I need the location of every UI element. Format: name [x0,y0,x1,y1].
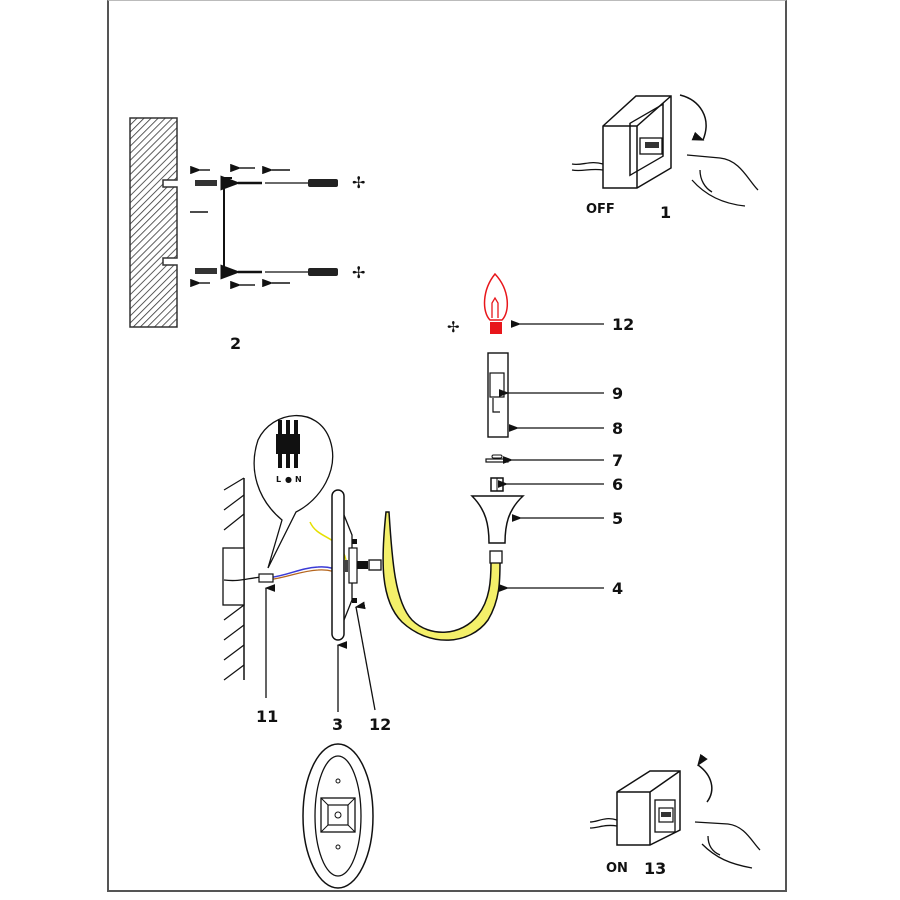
part-6-number: 6 [612,475,623,494]
step-2-number: 2 [230,334,241,353]
svg-text:✢: ✢ [352,173,365,192]
part-12-number: 12 [369,715,391,734]
wall-section [222,477,263,681]
terminal-label-n: N [295,475,302,484]
svg-text:✢: ✢ [352,263,365,282]
switch-off-illustration: OFF 1 [571,94,759,222]
part-11-number: 11 [256,707,278,726]
arm-part: 4 [356,511,623,641]
screw-part: 12 [352,539,391,734]
step-1-number: 1 [660,203,671,222]
cup-part: 5 [470,495,623,544]
switch-on-illustration: ON 13 [589,753,761,878]
part-9-number: 9 [612,384,623,403]
candle-sleeve-part: 9 8 [487,352,623,438]
off-label: OFF [586,202,615,217]
part-7-number: 7 [612,451,623,470]
washer-part: 7 [485,451,623,470]
terminal-label-l: L [276,475,281,484]
diagram-frame [107,0,787,892]
part-3-number: 3 [332,715,343,734]
step-13-number: 13 [644,859,666,878]
part-5-number: 5 [612,509,623,528]
terminal-connector-icon [276,420,300,468]
part-4-number: 4 [612,579,623,598]
wall-plate-front-view [302,743,374,889]
on-label: ON [606,861,628,876]
wall-mount-illustration: ✢ ✢ 2 [129,117,365,353]
terminal-label-earth: ● [285,475,292,484]
part-10-number: 12 [612,315,634,334]
svg-text:✢: ✢ [447,318,460,336]
part-8-number: 8 [612,419,623,438]
bulb-part: ✢ 12 [447,272,634,336]
nut-part: 6 [490,475,623,494]
terminal-block-part: 11 L ● N [253,415,334,726]
wall-plate-part: 3 [331,489,358,734]
